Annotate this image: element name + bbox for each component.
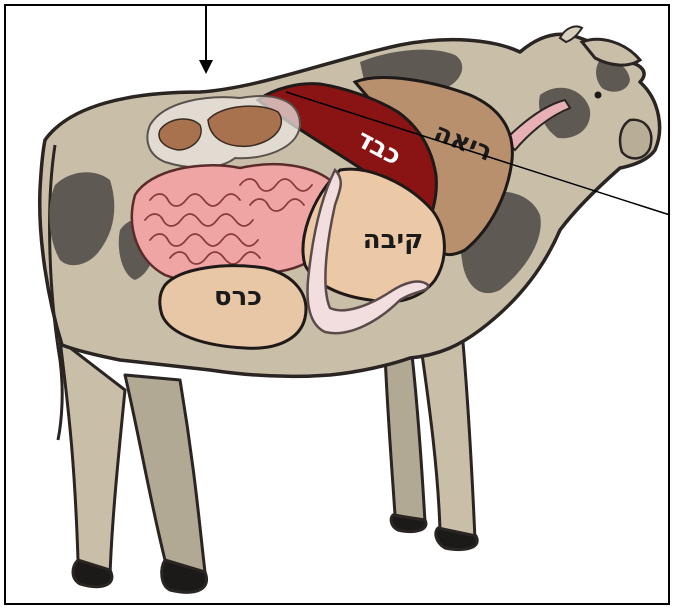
- rumen-label: כרס: [214, 282, 262, 312]
- arrow-down-icon: [199, 4, 213, 74]
- front-leg-far: [385, 355, 425, 522]
- abomasum-label: קיבה: [363, 225, 424, 255]
- front-leg-near: [420, 330, 475, 540]
- hind-leg-far: [125, 375, 205, 572]
- arrow-head: [199, 60, 213, 74]
- cow-muzzle: [620, 120, 651, 159]
- hind-leg-near: [60, 340, 125, 575]
- cow-eye: [595, 92, 602, 99]
